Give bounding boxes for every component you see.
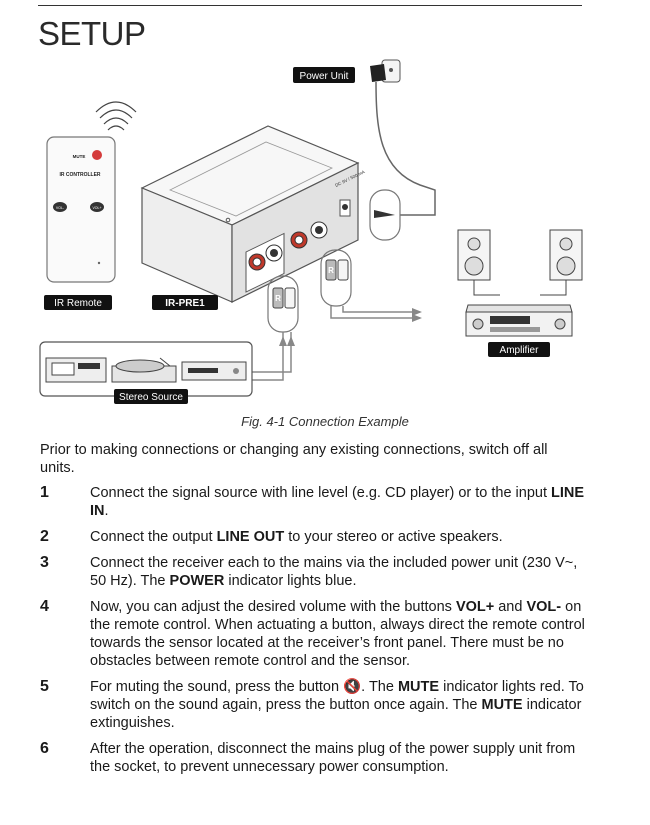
connection-diagram: Power Unit MUTE IR CONTROLLER VOL- VOL+ …	[39, 59, 583, 404]
rca-plug-output: R	[320, 249, 352, 307]
mute-button-icon	[92, 150, 102, 160]
page-title: SETUP	[38, 15, 146, 52]
ir-pre1-device: DC 9V / 500 mA	[140, 125, 366, 303]
vol-minus-text: VOL-	[56, 206, 65, 210]
vol-plus-text: VOL+	[92, 206, 101, 210]
step-item: 6 After the operation, disconnect the ma…	[40, 740, 588, 776]
power-unit-label: Power Unit	[300, 71, 349, 82]
step-number: 4	[40, 598, 49, 615]
step-text: Connect the receiver each to the mains v…	[90, 555, 578, 589]
channel-r-marker-2: R	[328, 266, 334, 275]
figure-caption: Fig. 4-1 Connection Example	[241, 414, 409, 429]
speaker-left-icon	[457, 229, 491, 281]
step-item: 4 Now, you can adjust the desired volume…	[40, 598, 588, 670]
step-number: 3	[40, 554, 49, 571]
step-text: Connect the output LINE OUT to your ster…	[90, 529, 503, 545]
top-rule	[38, 5, 582, 6]
turntable-icon	[111, 357, 177, 383]
rca-plug-input: R	[267, 275, 299, 333]
step-text: Now, you can adjust the desired volume w…	[90, 599, 585, 669]
mute-icon: 🔇	[343, 679, 362, 695]
step-number: 2	[40, 528, 49, 545]
step-item: 5 For muting the sound, press the button…	[40, 678, 588, 732]
step-item: 1 Connect the signal source with line le…	[40, 484, 588, 520]
power-plug-icon	[370, 59, 401, 83]
step-number: 5	[40, 678, 49, 695]
vol-minus-button-icon	[53, 202, 67, 212]
amplifier-illustration	[465, 304, 573, 337]
cassette-deck-icon	[45, 357, 107, 383]
speaker-right-icon	[549, 229, 583, 281]
step-text: For muting the sound, press the button 🔇…	[90, 679, 584, 731]
power-unit-badge	[293, 67, 355, 83]
remote-controller-text: IR CONTROLLER	[59, 172, 100, 178]
amplifier-badge	[488, 342, 550, 357]
stereo-source-badge	[114, 389, 188, 404]
vol-plus-button-icon	[90, 202, 104, 212]
channel-r-marker: R	[275, 294, 281, 303]
intro-paragraph: Prior to making connections or changing …	[40, 442, 548, 476]
ir-pre1-label: IR-PRE1	[165, 298, 205, 309]
step-text: Connect the signal source with line leve…	[90, 485, 585, 519]
amplifier-label: Amplifier	[500, 345, 540, 356]
ir-remote-badge	[44, 295, 112, 310]
ir-signal-icon	[95, 101, 137, 131]
cd-player-icon	[181, 361, 247, 381]
ir-pre1-badge	[152, 295, 218, 310]
step-number: 1	[40, 484, 49, 501]
ir-remote-illustration: MUTE IR CONTROLLER VOL- VOL+	[46, 136, 116, 283]
step-number: 6	[40, 740, 49, 757]
steps-list: 1 Connect the signal source with line le…	[40, 484, 588, 784]
remote-mute-text: MUTE	[73, 154, 86, 159]
ir-remote-label: IR Remote	[54, 298, 102, 309]
step-item: 2 Connect the output LINE OUT to your st…	[40, 528, 588, 546]
step-text: After the operation, disconnect the main…	[90, 741, 576, 775]
stereo-source-label: Stereo Source	[119, 392, 183, 403]
step-item: 3 Connect the receiver each to the mains…	[40, 554, 588, 590]
